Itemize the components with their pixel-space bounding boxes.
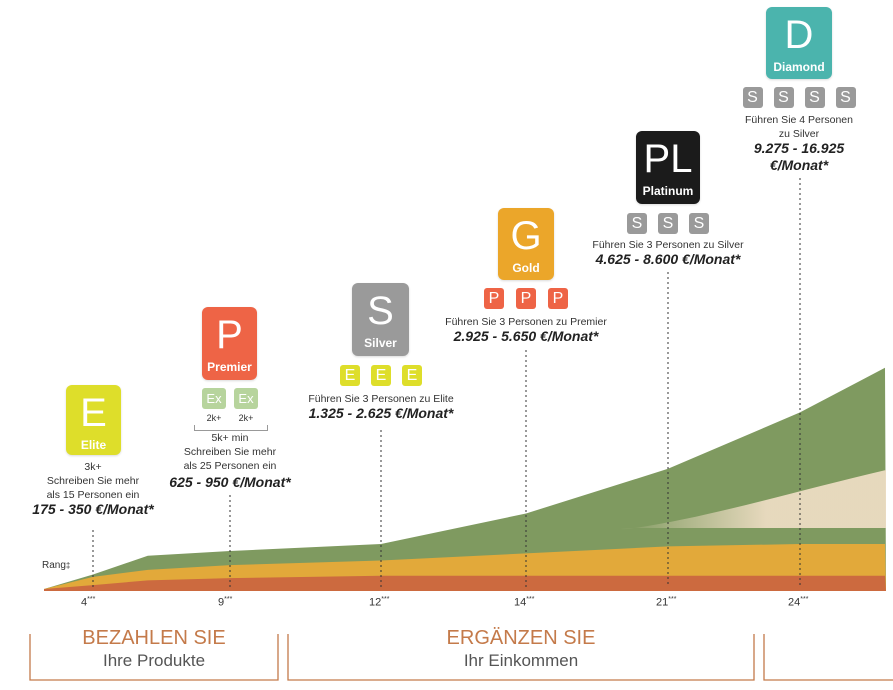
rank-badge-diamond: D Diamond bbox=[766, 7, 832, 79]
x-tick-suffix: *** bbox=[381, 596, 390, 603]
x-tick-value: 12 bbox=[369, 596, 382, 609]
rank-badge-letter: E bbox=[80, 391, 107, 435]
rank-chip-e: E bbox=[402, 365, 422, 386]
x-tick-label-24: 24*** bbox=[788, 596, 808, 609]
rank-badge-letter: PL bbox=[643, 137, 693, 181]
x-tick-label-9: 9*** bbox=[218, 596, 232, 609]
area-orange bbox=[44, 575, 886, 591]
section-earn-title: ERGÄNZEN SIE bbox=[446, 627, 596, 649]
rank-badge-name: Premier bbox=[207, 360, 252, 374]
x-tick-label-14: 14*** bbox=[514, 596, 534, 609]
rank-chip-s: S bbox=[627, 213, 647, 234]
x-tick-label-21: 21*** bbox=[656, 596, 676, 609]
rank-requirement-line: Führen Sie 3 Personen zu Premier bbox=[445, 316, 607, 328]
rank-badge-name: Silver bbox=[364, 336, 397, 350]
rank-chip-p: P bbox=[516, 288, 536, 309]
rank-chip-p: P bbox=[548, 288, 568, 309]
rank-income: 2.925 - 5.650 €/Monat* bbox=[453, 328, 599, 344]
rang-label-text: Rang bbox=[42, 560, 66, 571]
area-beige-fade bbox=[620, 470, 886, 530]
rank-income: 1.325 - 2.625 €/Monat* bbox=[308, 405, 454, 421]
chip-group-bracket bbox=[194, 425, 268, 431]
rank-badge-premier: P Premier bbox=[202, 307, 257, 380]
rank-badge-gold: G Gold bbox=[498, 208, 554, 280]
section-bracket-3 bbox=[763, 634, 893, 681]
area-green bbox=[44, 367, 886, 591]
rank-requirement-line: 3k+ bbox=[84, 461, 102, 473]
rank-chip-ex: Ex bbox=[202, 388, 226, 409]
rank-chip-s: S bbox=[689, 213, 709, 234]
rank-badge-platinum: PL Platinum bbox=[636, 131, 700, 204]
rank-income: 9.275 - 16.925 €/Monat* bbox=[753, 140, 845, 173]
rank-requirement-line: Führen Sie 4 Personen bbox=[745, 114, 853, 126]
rank-chip-s: S bbox=[658, 213, 678, 234]
x-tick-suffix: *** bbox=[526, 596, 535, 603]
rank-requirement-line: als 15 Personen ein bbox=[46, 489, 140, 501]
rank-chip-s: S bbox=[742, 87, 763, 108]
rank-chip-sub: 2k+ bbox=[238, 413, 254, 423]
rank-income: 625 - 950 €/Monat* bbox=[169, 474, 291, 490]
rank-chip-ex: Ex bbox=[234, 388, 258, 409]
x-tick-value: 21 bbox=[656, 596, 669, 609]
rank-chip-s: S bbox=[835, 87, 856, 108]
rank-badge-name: Elite bbox=[80, 438, 107, 452]
rank-badge-letter: S bbox=[367, 289, 394, 333]
rank-chip-p: P bbox=[484, 288, 504, 309]
rank-requirement-line: Schreiben Sie mehr bbox=[183, 446, 277, 458]
rank-income: 4.625 - 8.600 €/Monat* bbox=[595, 251, 741, 267]
rank-requirement-line: Führen Sie 3 Personen zu Silver bbox=[592, 239, 744, 251]
x-tick-suffix: *** bbox=[224, 596, 233, 603]
rank-income: 175 - 350 €/Monat* bbox=[32, 501, 154, 517]
rank-chip-s: S bbox=[773, 87, 794, 108]
section-pay-subtitle: Ihre Produkte bbox=[102, 651, 206, 670]
x-tick-label-12: 12*** bbox=[369, 596, 389, 609]
x-tick-suffix: *** bbox=[668, 596, 677, 603]
rank-badge-letter: D bbox=[784, 13, 814, 57]
section-bracket-2 bbox=[287, 634, 755, 681]
rank-chip-e: E bbox=[340, 365, 360, 386]
x-tick-suffix: *** bbox=[800, 596, 809, 603]
x-tick-value: 9 bbox=[218, 596, 225, 609]
x-tick-label-4: 4*** bbox=[81, 596, 95, 609]
rank-badge-name: Gold bbox=[512, 261, 540, 275]
rank-chip-e: E bbox=[371, 365, 391, 386]
section-earn-subtitle: Ihr Einkommen bbox=[463, 651, 579, 670]
rank-badge-name: Diamond bbox=[773, 60, 825, 74]
section-bracket-1 bbox=[29, 634, 279, 681]
rank-badge-letter: G bbox=[510, 214, 542, 258]
rank-requirement-line: Führen Sie 3 Personen zu Elite bbox=[308, 393, 454, 405]
x-tick-suffix: *** bbox=[87, 596, 96, 603]
rank-chip-s: S bbox=[804, 87, 825, 108]
rank-chip-sub: 2k+ bbox=[206, 413, 222, 423]
rank-badge-name: Platinum bbox=[642, 184, 694, 198]
x-tick-value: 14 bbox=[514, 596, 527, 609]
rank-requirement-line: zu Silver bbox=[778, 128, 820, 140]
rank-badge-silver: S Silver bbox=[352, 283, 409, 356]
x-tick-value: 24 bbox=[788, 596, 801, 609]
x-tick-value: 4 bbox=[81, 596, 88, 609]
rank-badge-letter: P bbox=[216, 313, 243, 357]
rang-label: Rang‡ bbox=[42, 560, 71, 571]
rank-requirement-line: Schreiben Sie mehr bbox=[46, 475, 140, 487]
rank-badge-elite: E Elite bbox=[66, 385, 121, 455]
section-pay-title: BEZAHLEN SIE bbox=[82, 627, 226, 649]
rank-requirement-line: 5k+ min bbox=[211, 432, 249, 444]
rank-requirement-line: als 25 Personen ein bbox=[183, 460, 277, 472]
